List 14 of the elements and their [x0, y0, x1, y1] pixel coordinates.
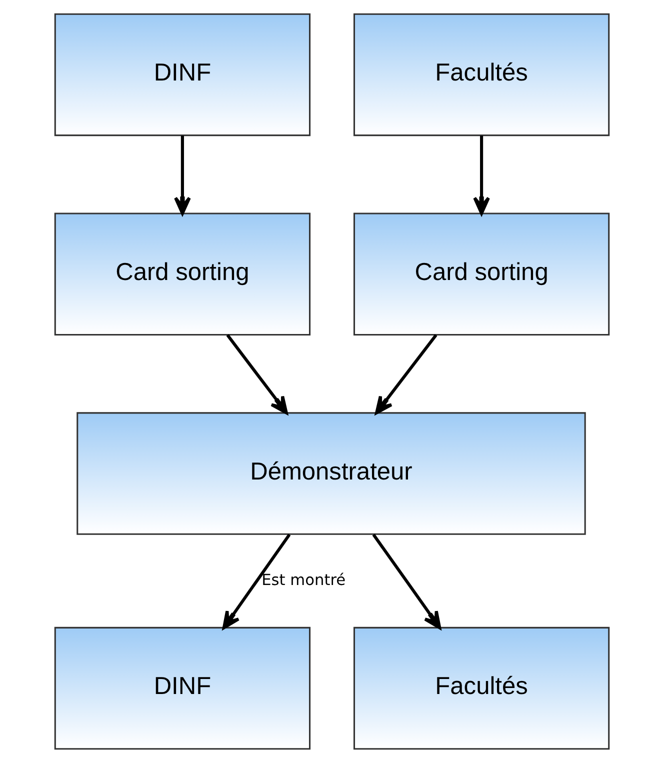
node-box: Démonstrateur	[76, 412, 586, 535]
node-box: Card sorting	[352, 212, 610, 336]
arrow	[226, 334, 288, 414]
arrow	[372, 534, 441, 630]
arrow	[472, 136, 490, 215]
node-box: DINF	[54, 13, 310, 136]
node-box: Facultés	[352, 626, 610, 750]
node-box: DINF	[54, 626, 310, 750]
edge-label: Est montré	[261, 570, 346, 589]
arrow	[174, 136, 190, 215]
node-box: Facultés	[352, 13, 610, 136]
arrow	[222, 534, 290, 630]
arrow	[374, 334, 437, 414]
node-box: Card sorting	[54, 212, 310, 336]
